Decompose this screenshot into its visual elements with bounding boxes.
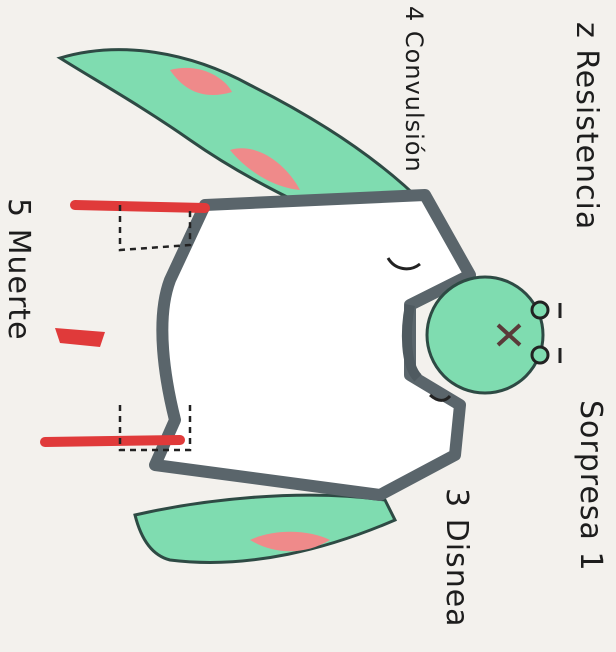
label-disnea: 3 Disnea — [439, 488, 474, 628]
right-eye — [532, 347, 548, 363]
shirt-body — [155, 195, 470, 495]
blood-splat — [55, 328, 105, 347]
lower-arm — [135, 495, 395, 562]
label-resistencia: z Resistencia — [569, 22, 604, 230]
leg-stroke-top — [75, 205, 205, 208]
head — [427, 277, 543, 393]
label-convulsion: 4 Convulsión — [400, 6, 428, 173]
leg-stroke-bottom — [45, 440, 180, 442]
left-eye — [532, 302, 548, 318]
label-muerte: 5 Muerte — [1, 198, 36, 341]
label-sorpresa: Sorpresa 1 — [573, 400, 608, 572]
